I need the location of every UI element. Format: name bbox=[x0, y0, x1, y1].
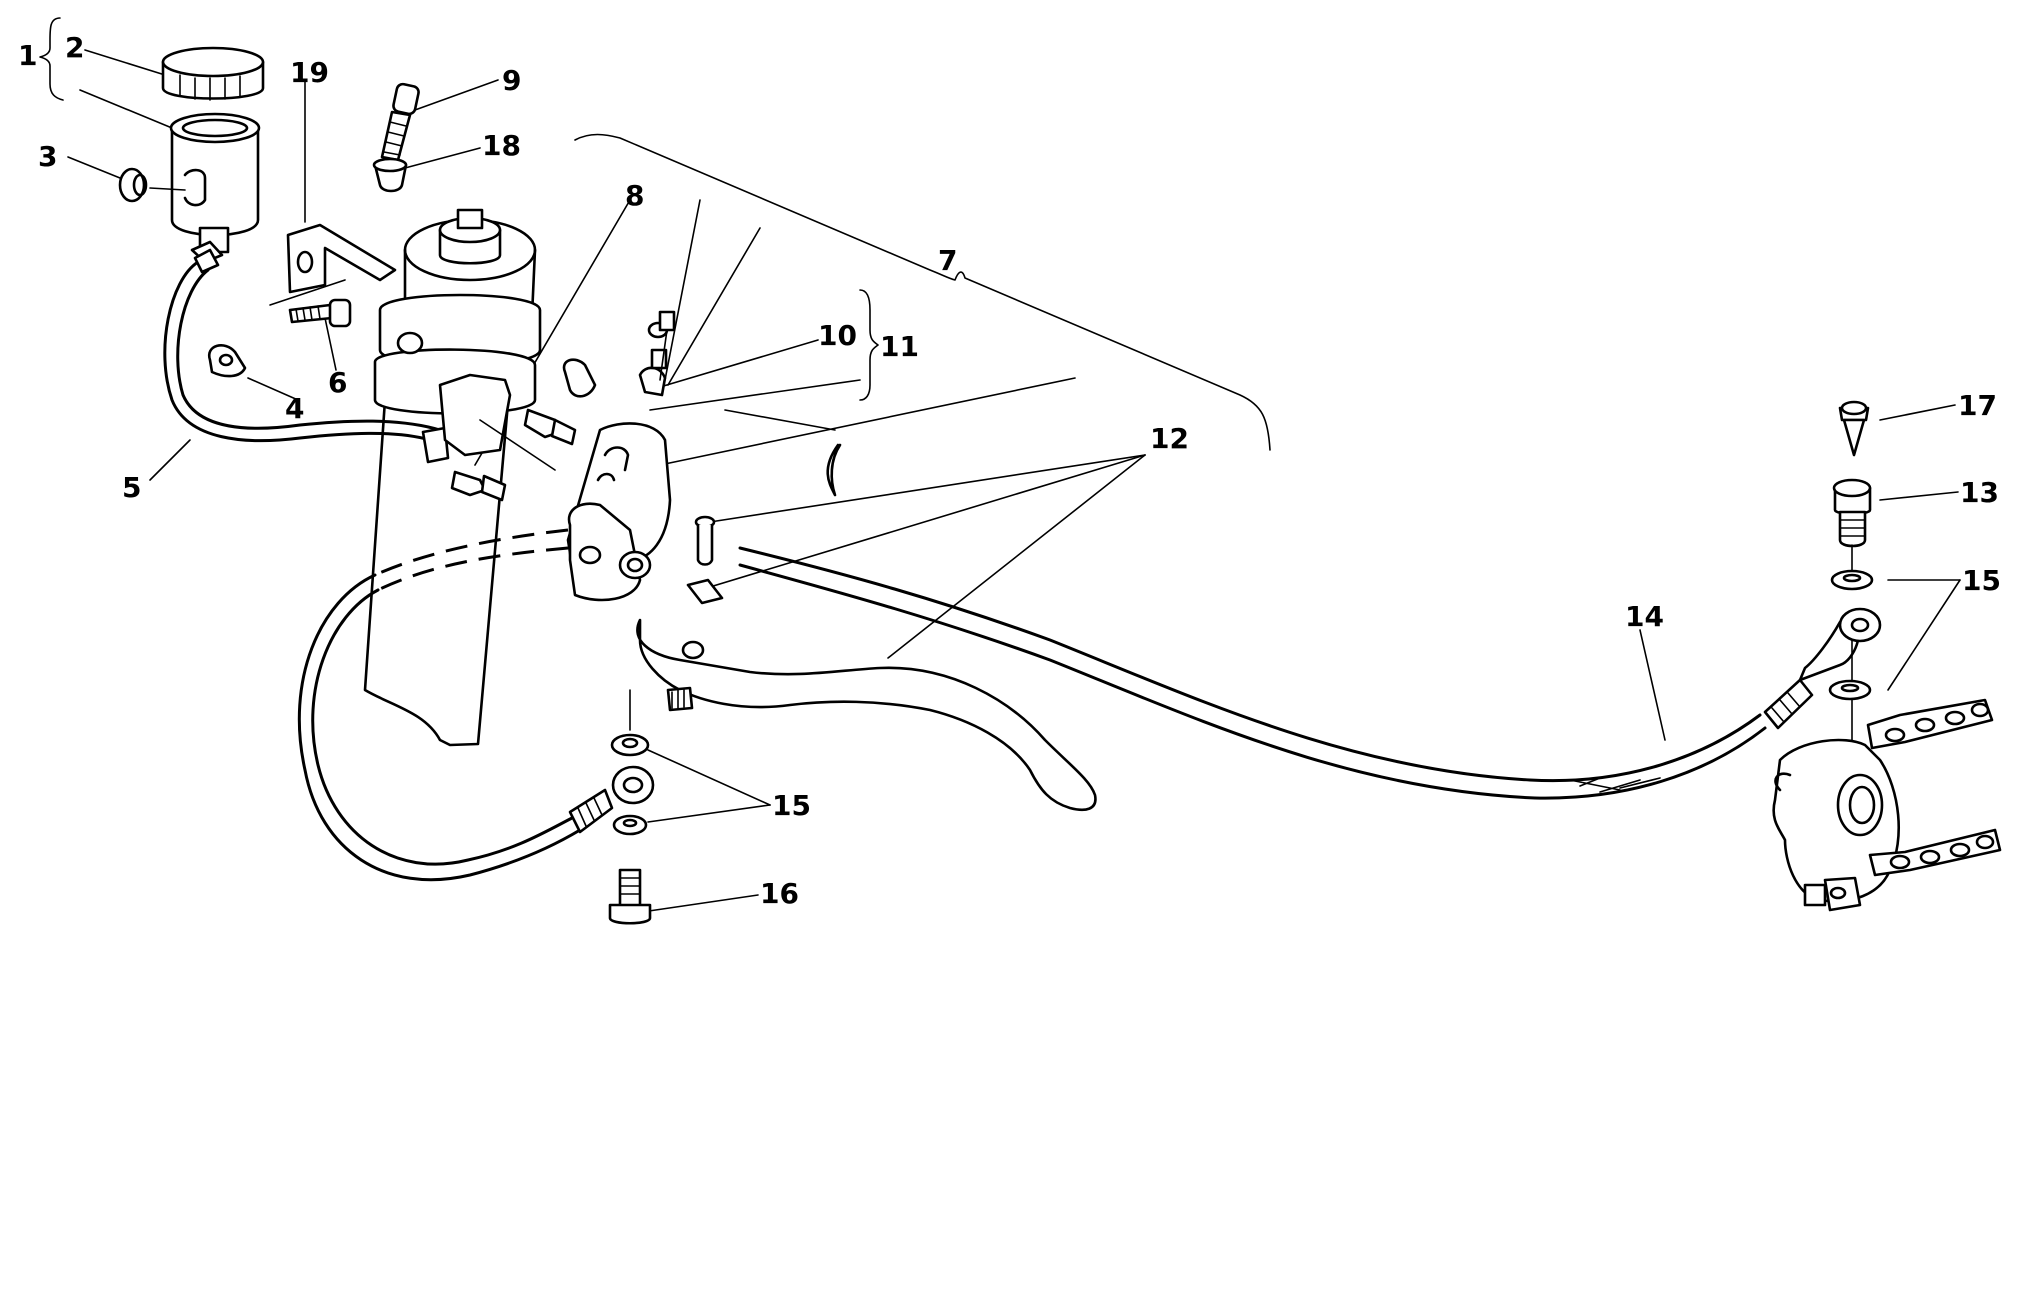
bracket-19 bbox=[269, 223, 397, 306]
callout-18: 18 bbox=[482, 129, 521, 162]
leader-lines bbox=[39, 17, 1961, 913]
fitting-8 bbox=[450, 408, 577, 502]
clutch-hose-14 bbox=[297, 528, 1861, 882]
callout-14: 14 bbox=[1625, 600, 1664, 633]
grommet-18 bbox=[372, 157, 408, 193]
bleed-screw-left bbox=[658, 310, 676, 381]
callout-12: 12 bbox=[1150, 422, 1189, 455]
banjo-bolt-13 bbox=[1832, 478, 1872, 548]
callout-9: 9 bbox=[502, 64, 521, 97]
callout-2: 2 bbox=[65, 31, 84, 64]
return-pipe bbox=[826, 443, 842, 497]
callout-7: 7 bbox=[938, 244, 957, 277]
callout-10: 10 bbox=[818, 319, 857, 352]
callout-4: 4 bbox=[285, 392, 304, 425]
clamp-10 bbox=[562, 321, 669, 398]
hose-5 bbox=[163, 248, 450, 464]
callout-15-left: 15 bbox=[772, 789, 811, 822]
clutch-lever bbox=[636, 618, 1097, 812]
screw-9 bbox=[380, 82, 420, 162]
reservoir-body bbox=[169, 112, 261, 264]
master-cylinder-body bbox=[438, 373, 672, 602]
callout-19: 19 bbox=[290, 56, 329, 89]
clip-4 bbox=[207, 344, 247, 378]
callout-8: 8 bbox=[625, 179, 644, 212]
banjo-left bbox=[610, 689, 655, 836]
reservoir-cap bbox=[161, 46, 265, 101]
grommet-3 bbox=[118, 167, 186, 203]
callout-11: 11 bbox=[880, 330, 919, 363]
callout-labels: 1 2 19 9 3 18 8 7 10 11 6 4 5 12 17 13 1… bbox=[18, 31, 2001, 910]
bracket-7 bbox=[574, 133, 1271, 451]
bleed-valve-17 bbox=[1838, 400, 1870, 457]
callout-5: 5 bbox=[122, 471, 141, 504]
callout-1: 1 bbox=[18, 39, 37, 72]
brace-1 bbox=[39, 17, 64, 101]
callout-17: 17 bbox=[1958, 389, 1997, 422]
washers-15-right bbox=[1828, 544, 1882, 741]
callout-6: 6 bbox=[328, 366, 347, 399]
drive-chain bbox=[1803, 698, 2002, 912]
callout-15-right: 15 bbox=[1962, 564, 2001, 597]
pivot-pin-12 bbox=[686, 515, 724, 605]
callout-3: 3 bbox=[38, 140, 57, 173]
callout-16: 16 bbox=[760, 877, 799, 910]
handlebar-tube bbox=[363, 208, 542, 747]
brace-11 bbox=[859, 289, 879, 401]
banjo-bolt-16 bbox=[608, 868, 652, 925]
slave-cylinder bbox=[1772, 738, 1900, 903]
screw-6 bbox=[288, 298, 352, 328]
callout-13: 13 bbox=[1960, 476, 1999, 509]
